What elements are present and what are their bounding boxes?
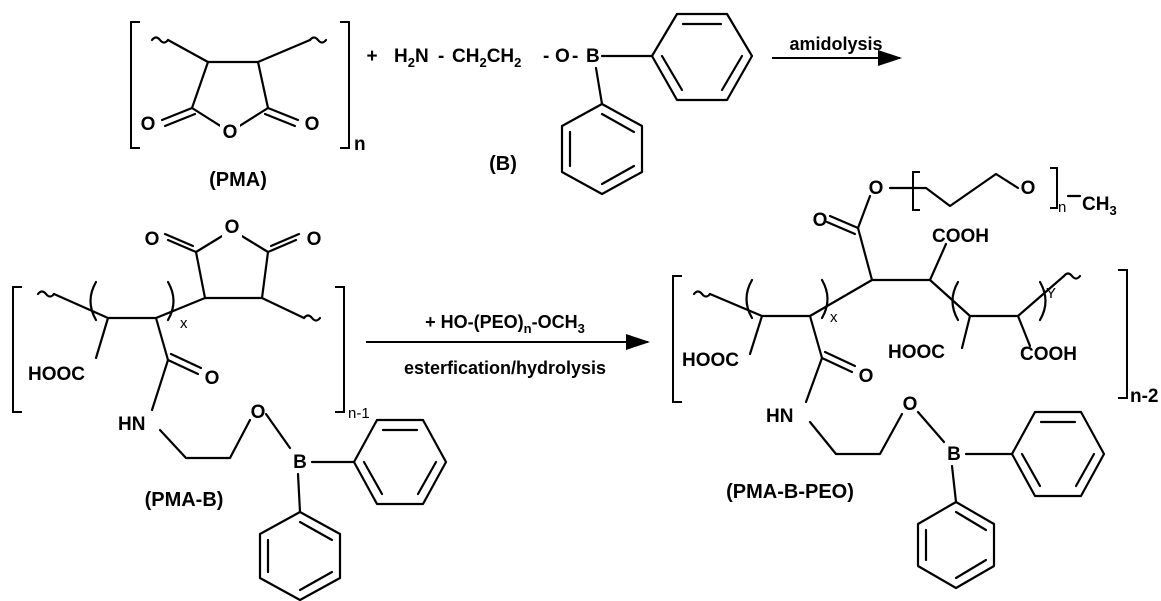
pma-b-peo-right-bracket: [1118, 269, 1128, 399]
pma-b-peo-index-x: x: [830, 309, 838, 326]
reagent-b-dash-2: -: [543, 46, 549, 67]
pma-b-amide-oxygen: O: [205, 368, 220, 389]
reagent-b-oxygen: O: [555, 46, 570, 67]
pma-b-peo-peo-left-bracket: [912, 171, 920, 211]
pma-b-left-bracket: [12, 286, 22, 413]
pma-b-peo-hooc-left: HOOC: [682, 350, 739, 371]
pma-label: (PMA): [209, 169, 267, 191]
pma-b-peo-peo-oxygen: O: [1021, 178, 1036, 199]
reagent-b-label: (B): [489, 153, 517, 175]
pma-b-peo-chain-end-left: [692, 290, 712, 298]
plus-sign: +: [366, 46, 377, 67]
reagent-b-phenyl-bottom: [560, 102, 644, 196]
pma-b-peo-boron: B: [947, 444, 961, 465]
reaction-arrow-amidolysis: amidolysis: [772, 34, 902, 66]
reagent-b-structure: + H2N - CH2CH2 - O - B (B): [366, 12, 754, 196]
pma-chain-end-left: [150, 36, 170, 44]
pma-b-peo-cooh-upper: COOH: [932, 226, 989, 247]
pma-ring-oxygen: O: [223, 122, 238, 143]
pma-b-phenyl-bottom: [258, 510, 342, 601]
reaction-step2-reagent: + HO-(PEO)n-OCH3: [425, 312, 585, 336]
reagent-b-phenyl-right: [650, 12, 754, 102]
pma-b-peo-phenyl-right: [1010, 410, 1106, 498]
pma-b-peo-chain-end-right: [1062, 272, 1082, 280]
reagent-b-boron: B: [586, 46, 600, 67]
pma-b-chain-end-left: [36, 290, 56, 298]
pma-b-ring-oxygen: O: [225, 217, 240, 238]
pma-right-bracket: [340, 21, 350, 149]
pma-b-label: (PMA-B): [145, 489, 224, 511]
pma-b-peo-structure: x Y O O O n CH3 COOH HOOC HOOC COOH O: [672, 167, 1159, 590]
pma-repeat-index: n: [354, 134, 366, 155]
pma-b-peo-ester-oxygen: O: [869, 178, 884, 199]
reagent-b-ethylene: CH2CH2: [452, 46, 521, 70]
reaction-step2-conditions: esterfication/hydrolysis: [404, 358, 606, 378]
pma-b-peo-peo-right-bracket: [1050, 167, 1058, 209]
reaction-step1-label: amidolysis: [789, 34, 882, 54]
pma-b-peo-label: (PMA-B-PEO): [726, 481, 854, 503]
reaction-arrow-esterification: + HO-(PEO)n-OCH3 esterfication/hydrolysi…: [366, 312, 650, 378]
pma-carbonyl-oxygen-right: O: [305, 114, 320, 135]
pma-b-peo-repeat-index: n-2: [1130, 386, 1159, 407]
reagent-b-amine: H2N: [394, 46, 429, 70]
pma-structure: O O O n (PMA): [130, 21, 366, 191]
pma-b-peo-peo-index: n: [1058, 199, 1066, 216]
pma-b-carbonyl-oxygen-left: O: [145, 229, 160, 250]
pma-b-peo-cooh-right: COOH: [1020, 344, 1077, 365]
pma-b-carbonyl-oxygen-right: O: [307, 229, 322, 250]
pma-b-repeat-index: n-1: [348, 405, 370, 422]
pma-b-peo-ester-carbonyl-oxygen: O: [813, 210, 828, 231]
pma-b-index-x: x: [180, 315, 188, 332]
pma-b-peo-amide-oxygen: O: [859, 366, 874, 387]
pma-b-peo-hooc-middle: HOOC: [888, 342, 945, 363]
pma-carbonyl-oxygen-left: O: [141, 114, 156, 135]
pma-b-structure: x O O O HOOC O HN O B n-1 (PMA-B: [12, 216, 448, 601]
pma-b-chain-end-right: [302, 314, 322, 322]
reagent-b-dash-1: -: [438, 46, 444, 67]
pma-b-boron: B: [293, 452, 307, 473]
pma-b-peo-phenyl-bottom: [916, 500, 996, 590]
pma-chain-end-right: [308, 36, 328, 44]
pma-b-peo-methyl: CH3: [1082, 194, 1117, 218]
pma-b-phenyl-right: [352, 418, 448, 506]
pma-b-ether-oxygen: O: [251, 402, 266, 423]
reagent-b-dash-3: -: [572, 46, 578, 67]
pma-b-hn: HN: [118, 414, 145, 435]
pma-b-peo-left-bracket: [672, 275, 682, 403]
pma-b-hooc: HOOC: [28, 364, 85, 385]
pma-b-peo-hn: HN: [766, 406, 793, 427]
pma-b-peo-ether-oxygen: O: [903, 394, 918, 415]
pma-left-bracket: [130, 21, 140, 149]
pma-b-right-bracket: [335, 286, 345, 413]
pma-b-peo-index-y: Y: [1046, 285, 1056, 302]
